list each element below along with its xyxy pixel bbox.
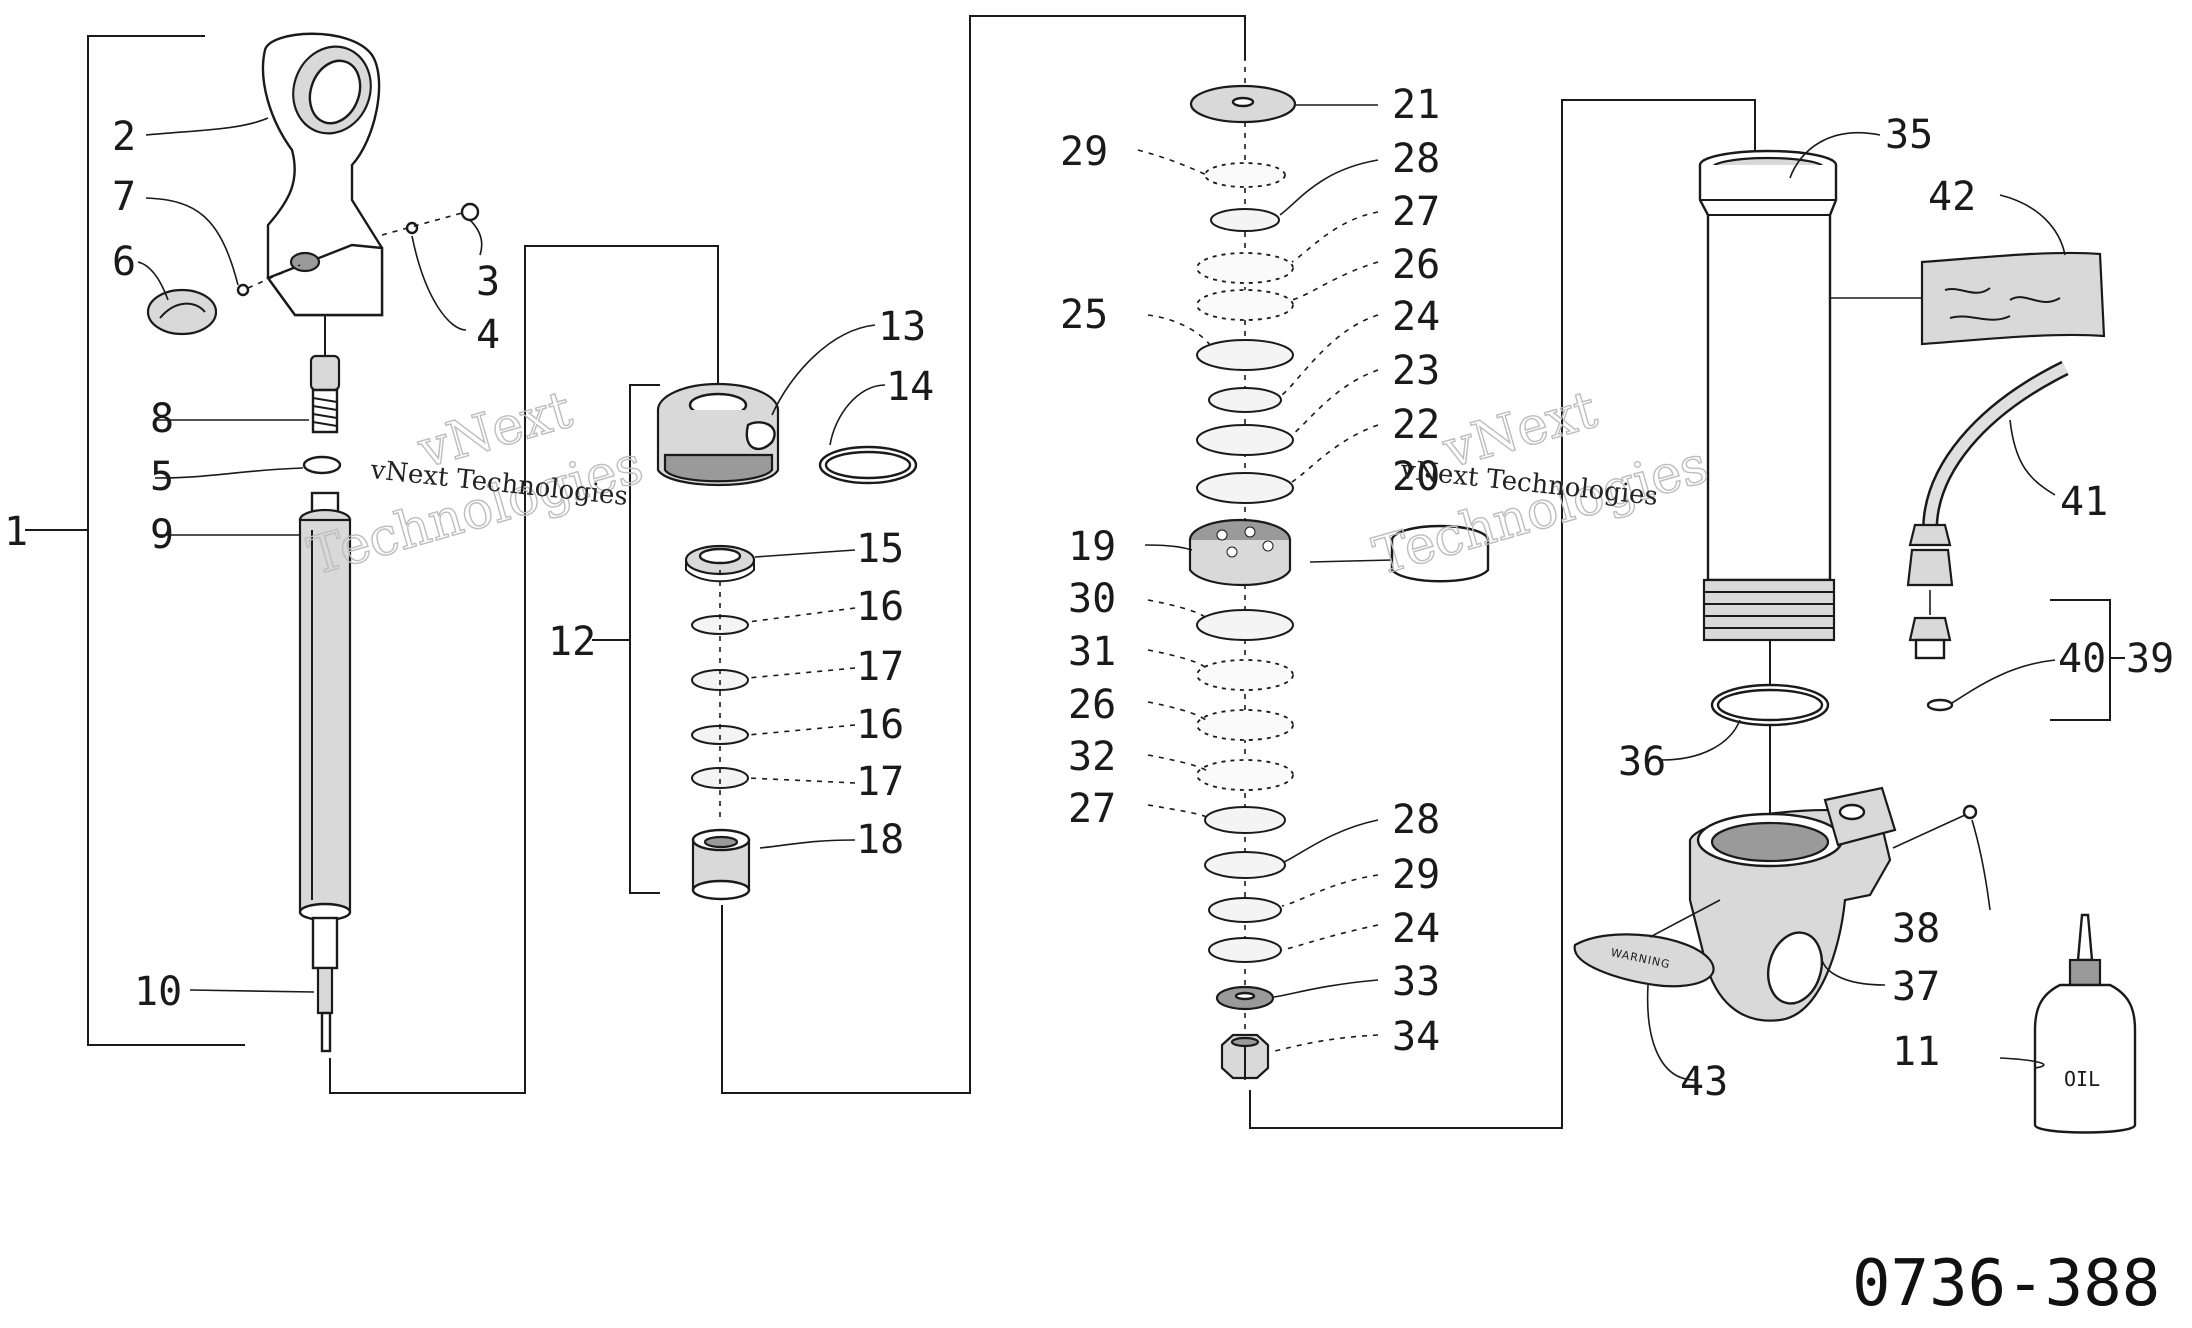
callout-5: 5 <box>150 454 174 500</box>
callout-14: 14 <box>886 364 934 410</box>
washer-25 <box>1196 339 1294 371</box>
ball-38 <box>1962 804 1978 820</box>
callout-11: 11 <box>1892 1029 1940 1075</box>
callout-38: 38 <box>1892 906 1940 952</box>
washer-27a <box>1196 252 1294 284</box>
oring-5 <box>302 455 342 475</box>
callout-29b: 29 <box>1392 852 1440 898</box>
washer-24b <box>1208 937 1282 963</box>
callout-28b: 28 <box>1392 797 1440 843</box>
callout-40: 40 <box>2058 636 2106 682</box>
callout-12: 12 <box>548 619 596 665</box>
washer-29a <box>1204 162 1286 188</box>
callout-27a: 27 <box>1392 189 1440 235</box>
head-13 <box>656 382 780 487</box>
leader-lines <box>137 104 2066 1081</box>
cylinder-tube-35 <box>1698 149 1838 642</box>
callout-29a: 29 <box>1060 129 1108 175</box>
callout-22: 22 <box>1392 402 1440 448</box>
washer-27b <box>1204 806 1286 834</box>
washer-21 <box>1189 84 1297 124</box>
ball-7 <box>236 283 250 297</box>
washer-23 <box>1196 424 1294 456</box>
watermark-left: vNext Technologies vNext Technologies <box>301 379 650 588</box>
callout-15: 15 <box>856 526 904 572</box>
callout-18: 18 <box>856 817 904 863</box>
nut-34 <box>1220 1033 1270 1080</box>
oil-bottle-11: OIL <box>2033 913 2137 1134</box>
callout-41: 41 <box>2060 479 2108 525</box>
piston-19 <box>1188 518 1292 587</box>
callout-8: 8 <box>150 396 174 442</box>
pin-6 <box>146 288 218 336</box>
washer-31 <box>1196 659 1294 691</box>
callout-9: 9 <box>150 512 174 558</box>
ball-4 <box>405 221 419 235</box>
callout-27b: 27 <box>1068 786 1116 832</box>
washer-24a <box>1208 387 1282 413</box>
callout-31: 31 <box>1068 629 1116 675</box>
callout-17a: 17 <box>856 644 904 690</box>
callout-34: 34 <box>1392 1014 1440 1060</box>
callout-37: 37 <box>1892 964 1940 1010</box>
seal-15 <box>684 544 756 583</box>
washer-30 <box>1196 609 1294 641</box>
drawing-number: 0736-388 <box>1852 1247 2160 1321</box>
washer-32 <box>1196 759 1294 791</box>
washer-22 <box>1196 472 1294 504</box>
label-plate-42 <box>1920 251 2106 346</box>
base-mount-37 <box>1688 786 1897 1022</box>
washer-28a <box>1210 208 1280 232</box>
callout-16a: 16 <box>856 584 904 630</box>
callout-28a: 28 <box>1392 136 1440 182</box>
callout-24a: 24 <box>1392 294 1440 340</box>
stud-8 <box>309 354 341 434</box>
washer-29b <box>1208 897 1282 923</box>
callout-36: 36 <box>1618 739 1666 785</box>
ring-20 <box>1390 524 1490 583</box>
callout-19: 19 <box>1068 524 1116 570</box>
callout-17b: 17 <box>856 759 904 805</box>
fitting-40 <box>1908 616 1954 712</box>
callout-32: 32 <box>1068 734 1116 780</box>
callout-2: 2 <box>112 114 136 160</box>
callout-23: 23 <box>1392 348 1440 394</box>
callout-10: 10 <box>134 969 182 1015</box>
callout-26b: 26 <box>1068 682 1116 728</box>
rod-end-clevis <box>261 32 384 317</box>
callout-6: 6 <box>112 239 136 285</box>
callout-21: 21 <box>1392 82 1440 128</box>
callout-16b: 16 <box>856 702 904 748</box>
washer-26a <box>1196 289 1294 321</box>
callout-4: 4 <box>476 312 500 358</box>
callout-20: 20 <box>1392 454 1440 500</box>
callout-30: 30 <box>1068 576 1116 622</box>
callout-3: 3 <box>476 259 500 305</box>
callout-33: 33 <box>1392 959 1440 1005</box>
callout-7: 7 <box>112 174 136 220</box>
washer-28b <box>1204 851 1286 879</box>
svg-text:OIL: OIL <box>2064 1067 2100 1091</box>
callout-35: 35 <box>1885 112 1933 158</box>
hose-41 <box>1906 360 2069 587</box>
bushing-18 <box>691 828 751 901</box>
assembly-brackets <box>25 15 2125 1129</box>
washer-26b <box>1196 709 1294 741</box>
ball-3 <box>460 202 480 222</box>
callout-42: 42 <box>1928 174 1976 220</box>
washer-33 <box>1215 985 1275 1011</box>
callout-13: 13 <box>878 304 926 350</box>
callout-1: 1 <box>4 509 28 555</box>
callout-39: 39 <box>2126 636 2174 682</box>
callout-numbers: 1 2 7 6 3 4 8 5 9 10 13 14 12 15 16 17 1… <box>4 82 2174 1105</box>
callout-24b: 24 <box>1392 906 1440 952</box>
callout-26a: 26 <box>1392 242 1440 288</box>
piston-rod-9 <box>298 491 352 1053</box>
callout-25: 25 <box>1060 292 1108 338</box>
callout-43: 43 <box>1680 1059 1728 1105</box>
warning-plate-43: WARNING <box>1573 933 1715 988</box>
